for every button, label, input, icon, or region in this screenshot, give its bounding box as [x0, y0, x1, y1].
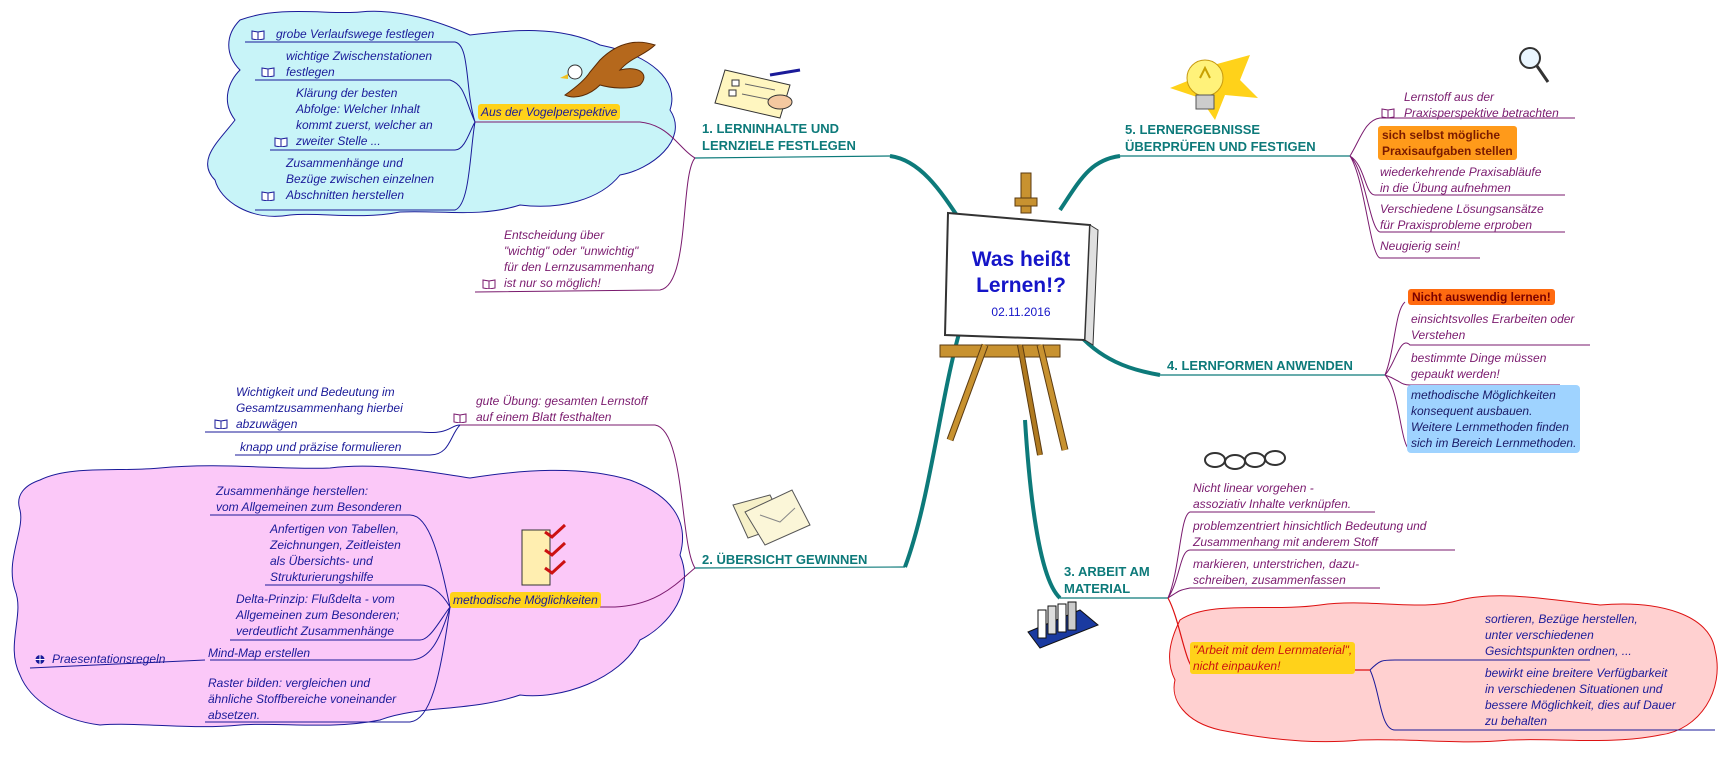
methodisch-item-2: Anfertigen von Tabellen, Zeichnungen, Ze…	[270, 522, 401, 584]
festigen-item-2: sich selbst mögliche Praxisaufgaben stel…	[1378, 126, 1517, 160]
arbeit-item-2: bewirkt eine breitere Verfügbarkeit in v…	[1485, 666, 1676, 728]
branch-5-label: 5. LERNERGEBNISSE ÜBERPRÜFEN UND FESTIGE…	[1125, 122, 1316, 154]
sub-1-vogel	[475, 121, 696, 159]
festigen-item-1: Lernstoff aus der Praxisperspektive betr…	[1404, 90, 1559, 120]
methodisch-item-1: Zusammenhänge herstellen: vom Allgemeine…	[216, 484, 402, 514]
sub-5-branches	[1349, 117, 1575, 259]
branch-2-label: 2. ÜBERSICHT GEWINNEN	[702, 552, 868, 567]
branch-4-label: 4. LERNFORMEN ANWENDEN	[1167, 358, 1353, 373]
sub-1-decision	[474, 157, 696, 293]
sub-2-methodisch	[450, 567, 696, 608]
book-icon[interactable]	[274, 136, 288, 147]
material-item-2: problemzentriert hinsichtlich Bedeutung …	[1193, 519, 1427, 549]
material-item-1: Nicht linear vorgehen - assoziativ Inhal…	[1193, 481, 1352, 511]
globe-icon[interactable]	[33, 654, 47, 665]
lernform-item-1: einsichtsvolles Erarbeiten oder Verstehe…	[1411, 312, 1575, 342]
lightbulb-icon	[1170, 55, 1258, 120]
node-methodisch: methodische Möglichkeiten	[450, 592, 601, 608]
center-date: 02.11.2016	[991, 305, 1051, 319]
chain-icon	[1204, 450, 1286, 470]
book-icon[interactable]	[251, 29, 265, 40]
methodisch-item-5: Raster bilden: vergleichen und ähnliche …	[208, 676, 397, 722]
festigen-item-5: Neugierig sein!	[1380, 239, 1461, 253]
book-icon[interactable]	[261, 190, 275, 201]
branch-1-connector	[889, 154, 962, 222]
clipboard-icon	[521, 523, 567, 586]
vogel-item-3: Klärung der besten Abfolge: Welcher Inha…	[296, 86, 433, 148]
node-arbeit: "Arbeit mit dem Lernmaterial", nicht ein…	[1190, 642, 1356, 674]
center-title: Was heißt Lernen!?	[971, 248, 1071, 297]
festigen-item-4: Verschiedene Lösungsansätze für Praxispr…	[1380, 202, 1544, 232]
cloud-vogelperspektive	[207, 10, 676, 217]
eagle-icon	[560, 41, 656, 98]
uebung-item-2: knapp und präzise formulieren	[240, 440, 402, 454]
vogel-item-4: Zusammenhänge und Bezüge zwischen einzel…	[286, 156, 435, 202]
books-icon	[1027, 601, 1099, 649]
checklist-icon	[714, 68, 801, 119]
book-icon[interactable]	[482, 278, 496, 289]
praesentation-link[interactable]: Praesentationsregeln	[52, 652, 166, 666]
easel-icon	[939, 172, 1099, 456]
uebung-item-1: Wichtigkeit und Bedeutung im Gesamtzusam…	[236, 385, 403, 431]
festigen-item-3: wiederkehrende Praxisabläufe in die Übun…	[1380, 165, 1542, 195]
branch-3-label: 3. ARBEIT AM MATERIAL	[1064, 564, 1150, 596]
branch-3-connector	[1023, 419, 1062, 600]
vogel-leaves	[245, 41, 476, 211]
branch-1-label: 1. LERNINHALTE UND LERNZIELE FESTLEGEN	[702, 121, 856, 153]
methodisch-item-4: Mind-Map erstellen	[208, 646, 311, 660]
lernform-item-2: bestimmte Dinge müssen gepaukt werden!	[1411, 351, 1547, 381]
node-uebung: gute Übung: gesamten Lernstoff auf einem…	[476, 394, 648, 424]
arbeit-leaves	[1369, 659, 1715, 731]
methodisch-item-3: Delta-Prinzip: Flußdelta - vom Allgemein…	[236, 592, 400, 638]
book-icon[interactable]	[1381, 107, 1395, 118]
vogel-item-2: wichtige Zwischenstationen festlegen	[286, 49, 433, 79]
sub-3-branches	[1167, 511, 1455, 599]
branch-1-underline	[694, 155, 891, 159]
sub-4-branches	[1384, 301, 1590, 451]
node-method-ausbauen: methodische Möglichkeiten konsequent aus…	[1407, 385, 1581, 453]
book-icon[interactable]	[214, 418, 228, 429]
branch-2-connector	[903, 329, 962, 568]
uebung-leaves	[205, 424, 461, 456]
node-vogelperspektive: Aus der Vogelperspektive	[478, 104, 621, 120]
node-nicht-auswendig: Nicht auswendig lernen!	[1408, 289, 1555, 305]
book-icon[interactable]	[453, 412, 467, 423]
book-icon[interactable]	[261, 66, 275, 77]
maps-icon	[732, 489, 811, 546]
vogel-item-1: grobe Verlaufswege festlegen	[276, 27, 435, 41]
arbeit-item-1: sortieren, Bezüge herstellen, unter vers…	[1485, 612, 1638, 658]
sub-2-uebung	[460, 424, 696, 569]
praesentation-line	[29, 659, 206, 669]
branch-5-connector	[1058, 154, 1121, 212]
methodisch-leaves	[205, 514, 451, 723]
decision-text: Entscheidung über "wichtig" oder "unwich…	[504, 228, 655, 290]
branch-2-underline	[694, 566, 906, 569]
magnifier-icon	[1519, 47, 1550, 83]
material-item-3: markieren, unterstrichen, dazu- schreibe…	[1193, 557, 1360, 587]
